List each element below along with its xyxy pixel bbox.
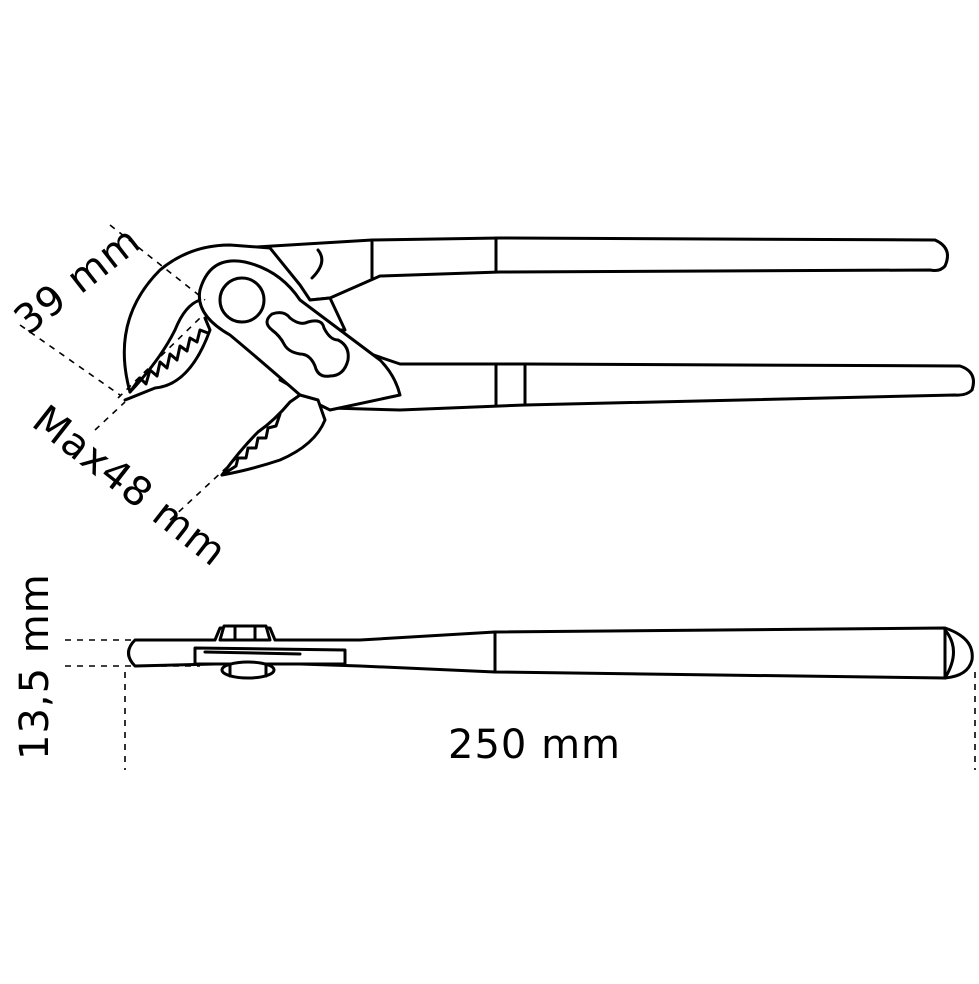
jaw-dimension-guides [19, 224, 241, 521]
bolt-head [218, 624, 272, 642]
upper-handle [238, 236, 949, 302]
pivot-bolt [218, 276, 266, 324]
pliers-side-view [122, 236, 975, 477]
lower-jaw-teeth [220, 412, 282, 477]
upper-jaw [122, 243, 347, 394]
top-view-body [127, 626, 974, 680]
adjustment-slot [265, 311, 350, 378]
upper-jaw-teeth [128, 328, 210, 394]
thickness-label: 13,5 mm [12, 573, 58, 760]
total-length-label: 250 mm [448, 722, 621, 768]
pliers-top-view [127, 624, 974, 680]
lower-handle [278, 328, 975, 412]
nut [220, 660, 276, 680]
max-opening-label: Max48 mm [24, 397, 235, 576]
bottom-dimension-guides [65, 639, 976, 770]
